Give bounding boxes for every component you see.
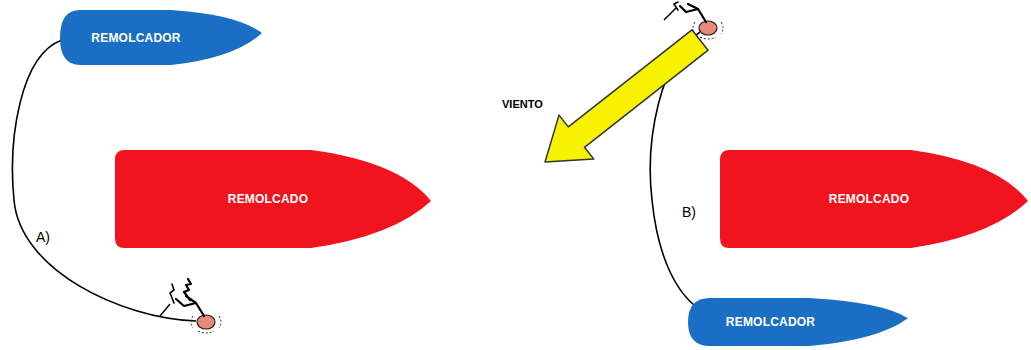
vessel-name: REMOLCADO	[228, 192, 308, 206]
tug-boat: REMOLCADOR	[688, 298, 908, 346]
hull-fill	[115, 150, 431, 248]
hull-fill	[60, 10, 262, 65]
option-label: A)	[34, 229, 52, 245]
hull-fill	[688, 298, 908, 346]
towed-vessel: REMOLCADO	[115, 150, 431, 248]
wind-arrow	[545, 30, 708, 162]
vessel-name: REMOLCADOR	[726, 315, 815, 329]
option-label: B)	[680, 204, 698, 220]
small-boat-with-person	[160, 279, 221, 333]
tug-boat: REMOLCADOR	[60, 10, 262, 65]
vessel-name: REMOLCADOR	[91, 31, 180, 45]
hull-fill	[720, 150, 1028, 248]
towed-vessel: REMOLCADO	[720, 150, 1028, 248]
vessel-name: REMOLCADO	[829, 192, 909, 206]
wind-label: VIENTO	[500, 98, 545, 110]
